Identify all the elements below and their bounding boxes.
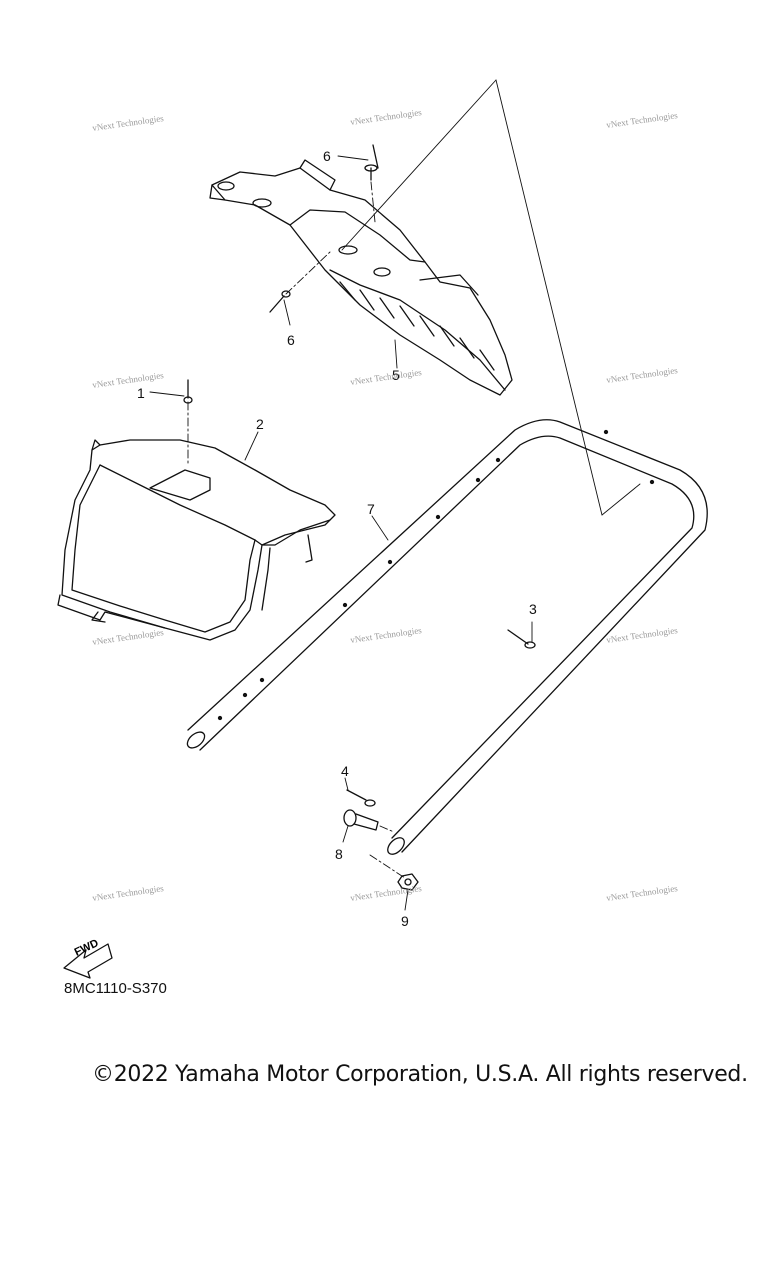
callout-6-upper: 6 bbox=[323, 148, 331, 164]
parts-diagram bbox=[57, 79, 708, 979]
callout-5: 5 bbox=[392, 367, 400, 383]
part-2-storage-bag bbox=[57, 439, 336, 641]
part-9-nut bbox=[397, 873, 419, 891]
drawing-code: 8MC1110-S370 bbox=[64, 980, 167, 997]
part-4-pin bbox=[346, 789, 376, 807]
callout-8: 8 bbox=[335, 846, 343, 862]
part-6-bolt-lower bbox=[269, 290, 291, 313]
copyright-notice: ©2022 Yamaha Motor Corporation, U.S.A. A… bbox=[92, 1062, 748, 1087]
part-5-rear-carrier bbox=[209, 159, 513, 396]
part-3-screw bbox=[507, 629, 536, 649]
dashed-leaders bbox=[187, 181, 406, 879]
callout-3: 3 bbox=[529, 601, 537, 617]
part-1-bolt bbox=[183, 379, 193, 404]
part-8-bolt bbox=[343, 809, 379, 831]
part-7-grab-bar bbox=[186, 419, 708, 855]
callout-7: 7 bbox=[367, 501, 375, 517]
callout-1: 1 bbox=[137, 385, 145, 401]
callout-4: 4 bbox=[341, 763, 349, 779]
callout-2: 2 bbox=[256, 416, 264, 432]
fwd-arrow-icon bbox=[63, 943, 113, 979]
callout-9: 9 bbox=[401, 913, 409, 929]
leader-lines bbox=[149, 79, 641, 911]
callout-6-lower: 6 bbox=[287, 332, 295, 348]
part-6-bolt-upper bbox=[364, 144, 379, 181]
